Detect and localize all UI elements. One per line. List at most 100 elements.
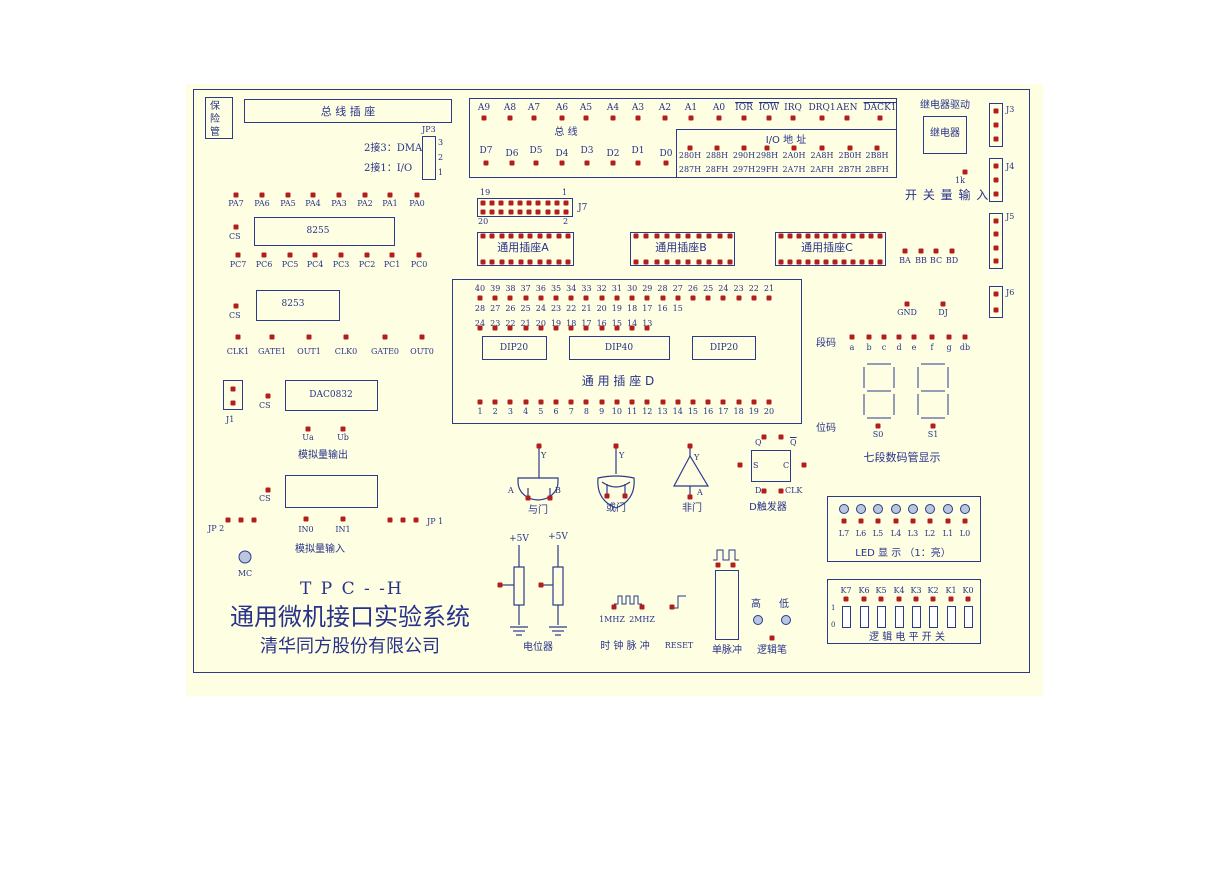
switch-pin[interactable]	[878, 596, 884, 602]
j1-pin-2[interactable]	[230, 400, 236, 406]
segment-pin[interactable]	[881, 334, 887, 340]
segment-pin[interactable]	[929, 334, 935, 340]
s1-pin[interactable]	[930, 423, 936, 429]
logic-switch[interactable]	[860, 606, 869, 628]
socket-pin[interactable]	[546, 259, 552, 265]
8255-pa-pin[interactable]	[310, 192, 316, 198]
socket-d-pin[interactable]	[507, 399, 513, 405]
led-pin[interactable]	[945, 518, 951, 524]
and-y-pin[interactable]	[536, 443, 542, 449]
socket-pin[interactable]	[805, 233, 811, 239]
io-address-pin[interactable]	[741, 145, 747, 151]
bus-signal-pin[interactable]	[877, 115, 883, 121]
socket-pin[interactable]	[814, 233, 820, 239]
switch-pin[interactable]	[861, 596, 867, 602]
socket-pin[interactable]	[706, 259, 712, 265]
or-a-pin[interactable]	[604, 493, 610, 499]
io-address-pin[interactable]	[764, 145, 770, 151]
j7-pin[interactable]	[517, 209, 523, 215]
bx-pin[interactable]	[949, 248, 955, 254]
socket-pin[interactable]	[696, 259, 702, 265]
bus-data-pin[interactable]	[584, 160, 590, 166]
io-address-pin[interactable]	[714, 145, 720, 151]
socket-pin[interactable]	[859, 233, 865, 239]
in1-pin[interactable]	[340, 516, 346, 522]
socket-pin[interactable]	[499, 259, 505, 265]
socket-pin[interactable]	[859, 259, 865, 265]
bus-signal-pin[interactable]	[662, 115, 668, 121]
dff-qn-pin[interactable]	[778, 434, 784, 440]
socket-d-pin[interactable]	[660, 399, 666, 405]
dff-clk-pin[interactable]	[778, 488, 784, 494]
socket-pin[interactable]	[643, 259, 649, 265]
socket-pin[interactable]	[565, 233, 571, 239]
bus-signal-pin[interactable]	[583, 115, 589, 121]
j1-pin-1[interactable]	[230, 386, 236, 392]
socket-d-pin[interactable]	[492, 295, 498, 301]
pot-2-pin[interactable]	[538, 582, 544, 588]
bus-signal-pin[interactable]	[766, 115, 772, 121]
socket-d-pin[interactable]	[736, 295, 742, 301]
socket-d-pin[interactable]	[705, 295, 711, 301]
socket-pin[interactable]	[654, 233, 660, 239]
socket-d-pin[interactable]	[523, 399, 529, 405]
led-pin[interactable]	[841, 518, 847, 524]
8255-pc-pin[interactable]	[235, 252, 241, 258]
socket-d-pin[interactable]	[523, 325, 529, 331]
socket-pin[interactable]	[537, 233, 543, 239]
socket-pin[interactable]	[850, 259, 856, 265]
j7-pin[interactable]	[489, 209, 495, 215]
adc-cs-pin[interactable]	[265, 487, 271, 493]
socket-d-pin[interactable]	[599, 325, 605, 331]
8255-pa-pin[interactable]	[336, 192, 342, 198]
bus-data-pin[interactable]	[610, 160, 616, 166]
socket-pin[interactable]	[675, 233, 681, 239]
dac-cs-pin[interactable]	[265, 393, 271, 399]
logic-switch[interactable]	[929, 606, 938, 628]
socket-pin[interactable]	[556, 233, 562, 239]
segment-pin[interactable]	[962, 334, 968, 340]
socket-pin[interactable]	[805, 259, 811, 265]
socket-pin[interactable]	[489, 233, 495, 239]
bus-data-pin[interactable]	[533, 160, 539, 166]
socket-pin[interactable]	[633, 259, 639, 265]
single-pulse-pin-1[interactable]	[715, 562, 721, 568]
j7-pin[interactable]	[535, 200, 541, 206]
socket-pin[interactable]	[868, 259, 874, 265]
j7-pin[interactable]	[498, 209, 504, 215]
socket-pin[interactable]	[727, 259, 733, 265]
switch-pin[interactable]	[965, 596, 971, 602]
j7-pin[interactable]	[508, 200, 514, 206]
socket-d-pin[interactable]	[553, 399, 559, 405]
socket-pin[interactable]	[832, 259, 838, 265]
socket-pin[interactable]	[546, 233, 552, 239]
bus-data-pin[interactable]	[483, 160, 489, 166]
dff-s-pin[interactable]	[737, 462, 743, 468]
8255-pa-pin[interactable]	[259, 192, 265, 198]
socket-pin[interactable]	[778, 233, 784, 239]
socket-d-pin[interactable]	[538, 325, 544, 331]
bus-data-pin[interactable]	[559, 160, 565, 166]
j7-pin[interactable]	[480, 200, 486, 206]
segment-pin[interactable]	[896, 334, 902, 340]
socket-d-pin[interactable]	[675, 399, 681, 405]
reset-pin[interactable]	[669, 604, 675, 610]
clock-2mhz-pin[interactable]	[639, 604, 645, 610]
8255-pa-pin[interactable]	[414, 192, 420, 198]
socket-pin[interactable]	[489, 259, 495, 265]
bus-signal-pin[interactable]	[507, 115, 513, 121]
ua-pin[interactable]	[305, 426, 311, 432]
logic-switch[interactable]	[877, 606, 886, 628]
socket-pin[interactable]	[717, 259, 723, 265]
socket-d-pin[interactable]	[614, 399, 620, 405]
socket-d-pin[interactable]	[553, 325, 559, 331]
socket-d-pin[interactable]	[705, 399, 711, 405]
led-pin[interactable]	[927, 518, 933, 524]
socket-d-pin[interactable]	[644, 295, 650, 301]
socket-pin[interactable]	[877, 233, 883, 239]
socket-d-pin[interactable]	[629, 399, 635, 405]
bus-data-pin[interactable]	[635, 160, 641, 166]
logic-switch[interactable]	[964, 606, 973, 628]
header-pin[interactable]	[993, 218, 999, 224]
socket-d-pin[interactable]	[568, 399, 574, 405]
